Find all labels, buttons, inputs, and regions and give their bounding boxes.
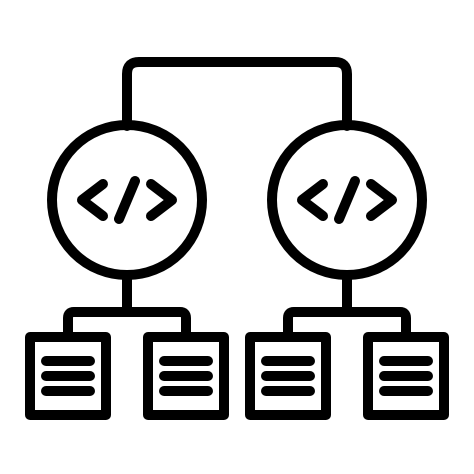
document-icon [25, 332, 111, 420]
angle-left-icon [77, 179, 108, 221]
document-frame [363, 332, 449, 420]
slash-icon [334, 176, 360, 224]
slash-icon [114, 176, 140, 224]
right-branch-connector [283, 270, 411, 340]
code-brackets-icon [77, 176, 177, 224]
angle-left-icon [297, 179, 328, 221]
top-connector-line [122, 57, 352, 131]
document-frame [143, 332, 229, 420]
document-frame [25, 332, 111, 420]
left-branch-connector [63, 270, 191, 340]
code-brackets-icon [297, 176, 397, 224]
document-icon [245, 332, 331, 420]
document-icon [143, 332, 229, 420]
document-frame [245, 332, 331, 420]
angle-right-icon [366, 179, 397, 221]
document-icon [363, 332, 449, 420]
angle-right-icon [146, 179, 177, 221]
